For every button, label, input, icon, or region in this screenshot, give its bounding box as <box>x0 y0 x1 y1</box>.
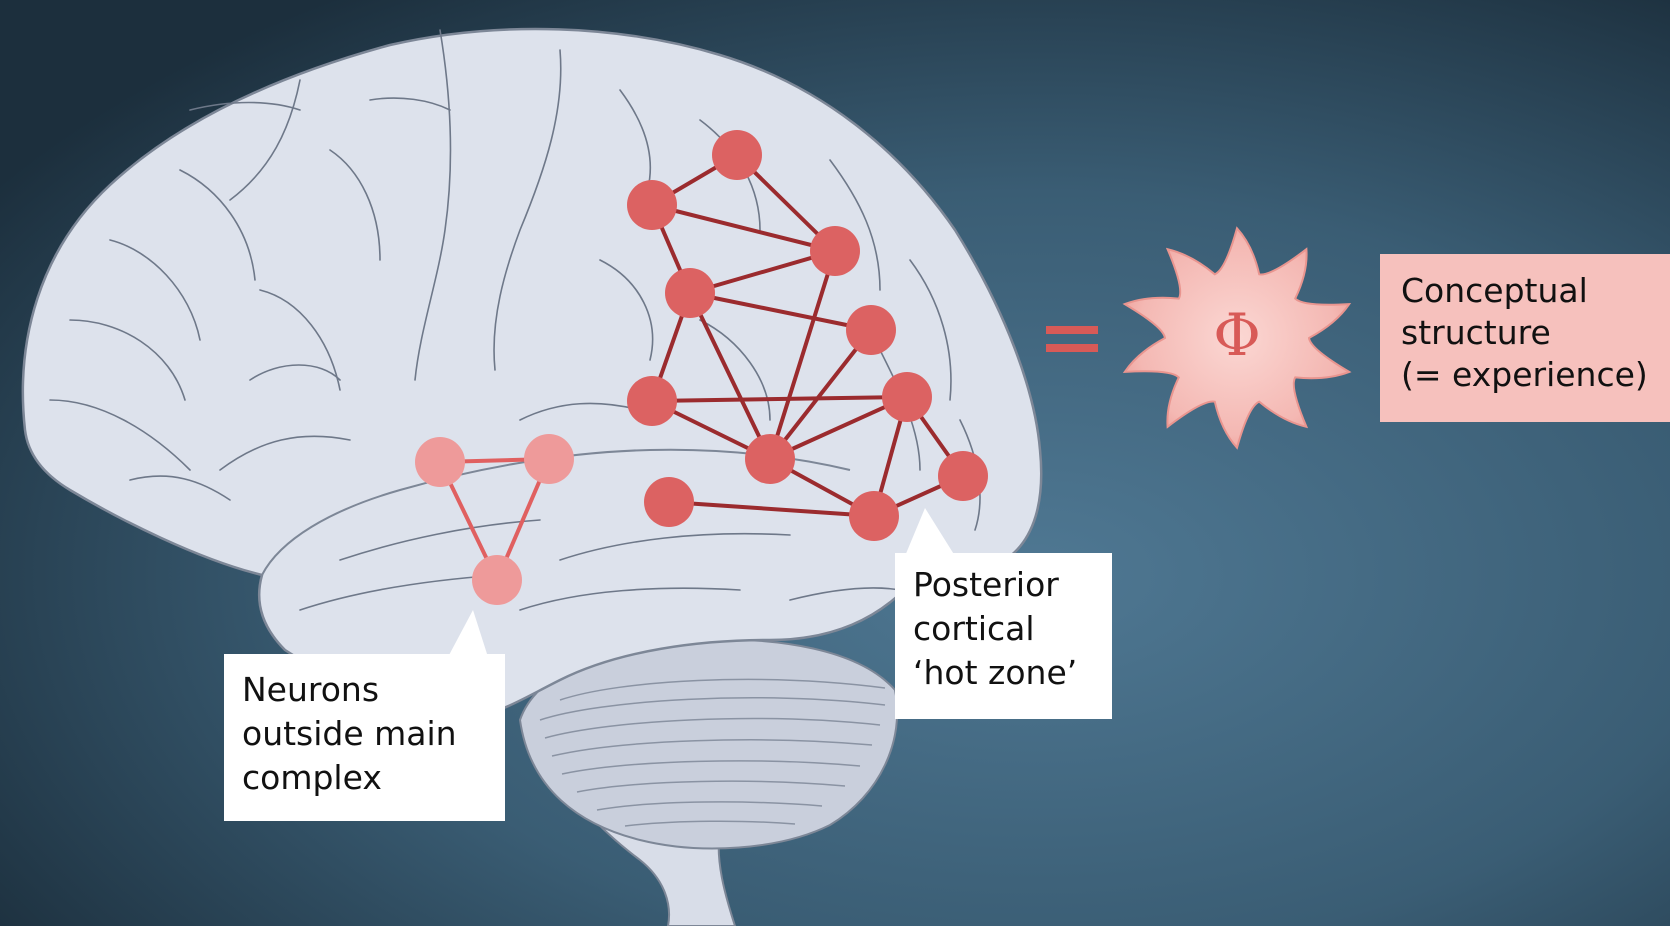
main-node <box>712 130 762 180</box>
outside-label-line: Neurons <box>242 668 487 712</box>
main-node <box>627 180 677 230</box>
hot-zone-label-line: ‘hot zone’ <box>913 651 1094 695</box>
result-label-line: Conceptual <box>1401 270 1670 312</box>
hot-zone-label-line: cortical <box>913 607 1094 651</box>
hot-zone-label-line: Posterior <box>913 563 1094 607</box>
main-node <box>745 434 795 484</box>
result-label-line: (= experience) <box>1401 354 1670 396</box>
main-node <box>627 376 677 426</box>
main-node <box>846 305 896 355</box>
outside-node <box>524 434 574 484</box>
result-label-line: structure <box>1401 312 1670 354</box>
main-node <box>810 226 860 276</box>
outside-node <box>472 555 522 605</box>
main-node <box>849 491 899 541</box>
conceptual-structure-label: Conceptual structure (= experience) <box>1380 254 1670 422</box>
main-node <box>665 268 715 318</box>
outside-node <box>415 437 465 487</box>
main-node <box>938 451 988 501</box>
hot-zone-label: Posterior cortical ‘hot zone’ <box>895 553 1112 719</box>
main-node <box>882 372 932 422</box>
outside-complex-label: Neurons outside main complex <box>224 654 505 821</box>
phi-symbol: Φ <box>1213 301 1261 369</box>
main-node <box>644 477 694 527</box>
outside-label-line: complex <box>242 756 487 800</box>
outside-label-line: outside main <box>242 712 487 756</box>
